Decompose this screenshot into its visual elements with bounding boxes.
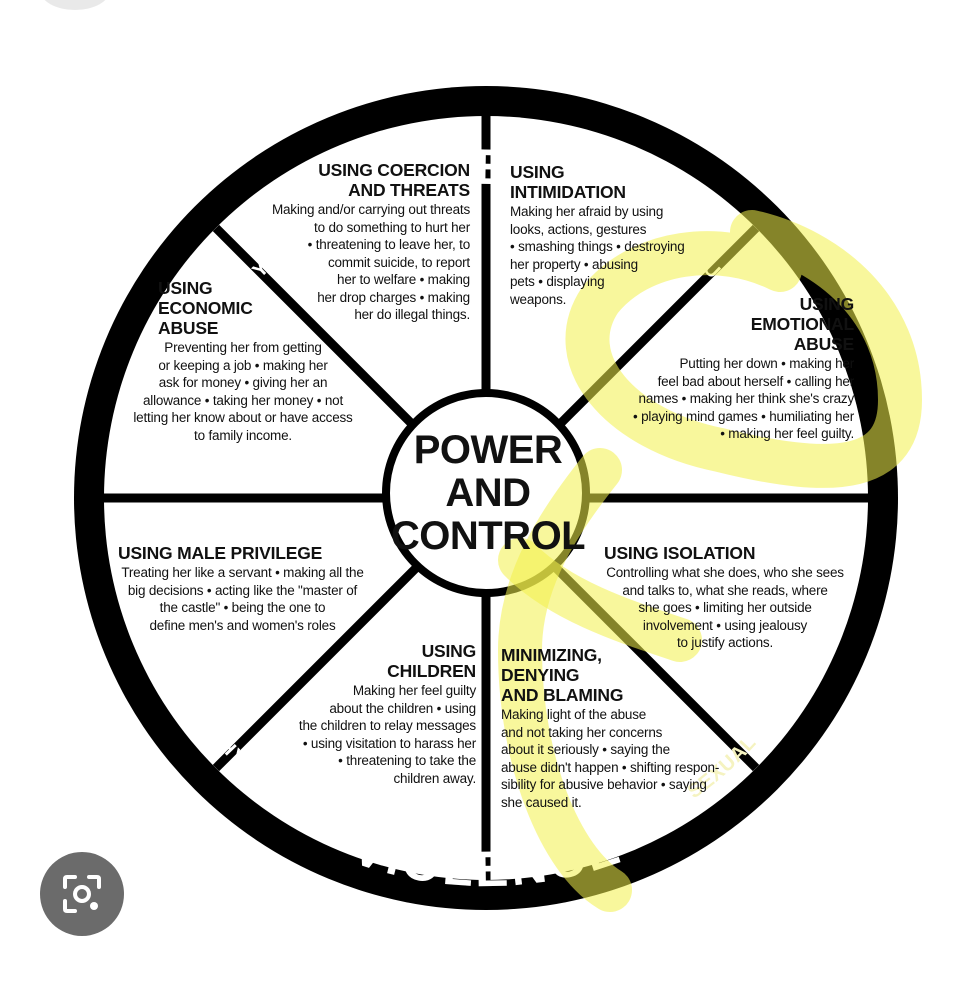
- segment-body: Treating her like a servant • making all…: [121, 565, 364, 633]
- segment-body: Making and/or carrying out threats to do…: [271, 202, 470, 322]
- segment-body: Putting her down • making her feel bad a…: [633, 356, 854, 441]
- segment-title: USING ISOLATION: [604, 543, 756, 563]
- hub-line-power: POWER: [413, 427, 563, 472]
- segment-isolation: USING ISOLATION Controlling what she doe…: [590, 543, 860, 652]
- image-search-button[interactable]: [40, 852, 124, 936]
- segment-title: USING ECONOMIC ABUSE: [158, 278, 253, 338]
- segment-body: Making her afraid by using looks, action…: [510, 204, 685, 307]
- image-search-icon: [63, 875, 101, 913]
- hub-line-and: AND: [445, 470, 531, 515]
- segment-title: USING CHILDREN: [387, 641, 476, 681]
- segment-body: Preventing her from getting or keeping a…: [133, 340, 353, 443]
- segment-coercion-threats: USING COERCION AND THREATS Making and/or…: [255, 160, 470, 324]
- spoke-bottom-left: [212, 556, 428, 772]
- segment-body: Making her feel guilty about the childre…: [298, 683, 476, 786]
- hub-label: POWER AND CONTROL: [383, 403, 593, 583]
- highlighter-marks: [498, 210, 922, 912]
- segment-title: USING MALE PRIVILEGE: [118, 543, 323, 563]
- segment-title: USING INTIMIDATION: [510, 162, 626, 202]
- segment-intimidation: USING INTIMIDATION Making her afraid by …: [510, 162, 730, 308]
- hub-line-control: CONTROL: [390, 513, 586, 558]
- segment-children: USING CHILDREN Making her feel guilty ab…: [276, 641, 476, 787]
- segment-body: Controlling what she does, who she sees …: [606, 565, 844, 650]
- corner-shadow: [40, 0, 110, 10]
- segment-title: USING COERCION AND THREATS: [318, 160, 470, 200]
- segment-title: USING EMOTIONAL ABUSE: [750, 294, 854, 354]
- segment-body: Making light of the abuse and not taking…: [501, 707, 720, 810]
- segment-economic-abuse: USING ECONOMIC ABUSE Preventing her from…: [118, 278, 368, 444]
- spoke-top-left: [212, 224, 428, 440]
- segment-male-privilege: USING MALE PRIVILEGE Treating her like a…: [110, 543, 375, 634]
- segment-title: MINIMIZING, DENYING AND BLAMING: [501, 645, 624, 705]
- segment-emotional-abuse: USING EMOTIONAL ABUSE Putting her down •…: [598, 294, 854, 443]
- segment-minimizing-denying-blaming: MINIMIZING, DENYING AND BLAMING Making l…: [501, 645, 741, 811]
